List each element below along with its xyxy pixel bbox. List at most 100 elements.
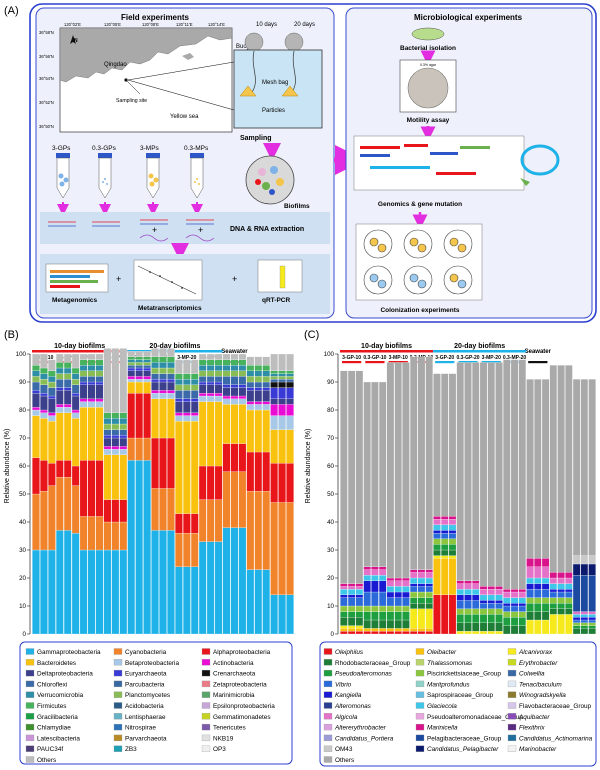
bar-segment — [71, 465, 80, 486]
bar-segment — [71, 409, 80, 413]
bar-segment — [63, 407, 72, 413]
bar-segment — [386, 611, 395, 621]
bar-segment — [557, 589, 565, 593]
bar-segment — [378, 575, 387, 581]
group-bar-20day — [433, 350, 527, 353]
bar-segment — [456, 614, 464, 623]
y-tick-label: 40 — [19, 519, 26, 526]
sample-underline — [388, 361, 408, 364]
bar-segment — [347, 605, 356, 612]
bar-segment — [230, 527, 239, 635]
bar-segment — [222, 359, 231, 366]
bar-segment — [87, 384, 96, 399]
legend-swatch — [415, 702, 425, 709]
panel-b-legend-frame — [19, 641, 293, 765]
seawater-label: Seawater — [525, 349, 552, 355]
bar-segment — [378, 381, 387, 567]
legend-label: Acidobacteria — [125, 703, 164, 710]
day20-label: 20 days — [294, 22, 315, 28]
bar-segment — [572, 628, 581, 635]
bar-segment — [278, 379, 286, 383]
bar-segment — [503, 617, 511, 626]
legend-swatch — [201, 648, 211, 655]
bar-segment — [167, 488, 175, 531]
bar-segment — [565, 572, 573, 579]
y-tick-label: 100 — [324, 351, 335, 358]
extraction-label: DNA & RNA extraction — [230, 226, 304, 233]
legend-swatch — [25, 691, 35, 698]
bar-segment — [557, 597, 565, 604]
bar-segment — [238, 384, 247, 388]
bar-segment — [386, 628, 395, 632]
bar-segment — [286, 463, 294, 503]
bar-segment — [347, 611, 356, 618]
legend-label: Gammaproteobacteria — [37, 649, 101, 656]
bar-segment — [503, 359, 511, 590]
bar-segment — [286, 387, 294, 399]
bar-segment — [534, 619, 542, 635]
bar-segment — [526, 379, 534, 559]
legend-swatch — [415, 745, 425, 752]
bar-segment — [206, 353, 215, 360]
y-tick-label: 70 — [19, 435, 26, 442]
bar-segment — [135, 356, 143, 360]
bar-segment — [472, 608, 480, 615]
site-label: Sampling site — [116, 98, 147, 104]
bar-segment — [557, 577, 565, 584]
bar-segment — [32, 353, 40, 366]
bar-segment — [580, 625, 589, 629]
legend-label: Saprospiraceae_Group — [427, 692, 494, 699]
bar-segment — [394, 619, 402, 629]
bar-segment — [127, 351, 136, 357]
bar-segment — [549, 583, 558, 590]
bar-segment — [262, 370, 271, 377]
legend-swatch — [113, 669, 123, 677]
panel-c-ylabel: Relative abundance (%) — [305, 429, 312, 504]
panel-a-label: (A) — [4, 5, 19, 17]
bar-segment — [254, 409, 263, 453]
bar-segment — [63, 477, 72, 531]
bar-segment — [448, 558, 457, 595]
bar-segment — [95, 376, 104, 383]
bar-segment — [588, 617, 596, 621]
bar-segment — [549, 603, 558, 609]
plus-sign: + — [152, 225, 157, 235]
bar-segment — [135, 376, 143, 380]
bar-segment — [206, 384, 215, 394]
bar-segment — [433, 524, 441, 531]
legend-label: Erythrobacter — [519, 660, 558, 667]
bar-segment — [63, 367, 72, 374]
bar-segment — [246, 370, 255, 377]
bar-segment — [487, 600, 495, 604]
seawater-underline — [528, 361, 548, 364]
legend-label: Pseudoalteromonas — [335, 671, 393, 678]
bar-segment — [222, 353, 231, 360]
bar-segment — [448, 538, 457, 545]
bar-segment — [71, 485, 80, 534]
bar-segment — [151, 488, 159, 531]
bar-segment — [402, 611, 410, 621]
bar-segment — [214, 541, 223, 635]
bar-segment — [198, 499, 207, 542]
bar-segment — [340, 586, 348, 590]
bar-segment — [135, 370, 143, 377]
bar-segment — [87, 460, 96, 517]
tube-icon — [98, 153, 112, 199]
bar-segment — [63, 379, 72, 388]
bar-segment — [143, 370, 151, 377]
bar-segment — [151, 362, 159, 369]
bar-segment — [340, 594, 348, 598]
bar-segment — [541, 577, 550, 584]
bar-segment — [355, 597, 364, 607]
bar-segment — [254, 381, 263, 388]
bar-segment — [175, 398, 183, 402]
bar-segment — [32, 393, 40, 408]
legend-swatch — [201, 734, 211, 742]
bar-segment — [479, 614, 488, 623]
sample-underline — [365, 361, 385, 364]
lat-tick: 36°52'N — [39, 100, 54, 105]
bar-segment — [159, 373, 167, 380]
bar-segment — [425, 591, 433, 598]
bar-segment — [151, 367, 159, 374]
bar-segment — [371, 611, 379, 621]
